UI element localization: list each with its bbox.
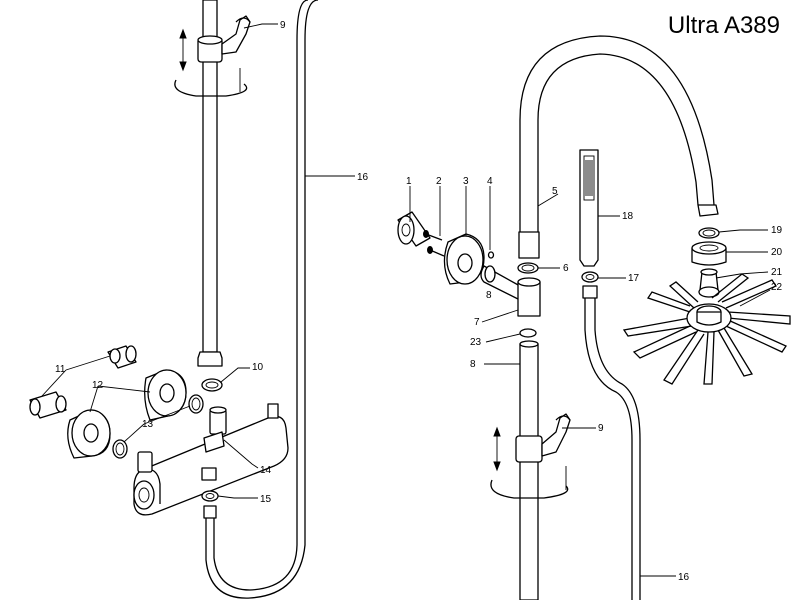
overhead-shower-head-22	[622, 273, 791, 385]
callout-19: 19	[771, 225, 783, 236]
callout-8: 8	[470, 359, 476, 370]
washer-17	[581, 271, 599, 283]
rotation-indicator-upper	[174, 28, 248, 97]
riser-tube-8	[519, 340, 539, 600]
diagram-title: Ultra A389	[667, 12, 780, 39]
washer-23	[519, 328, 537, 338]
callout-17: 17	[628, 273, 640, 284]
cover-flange-12-lower	[67, 409, 111, 459]
slider-bracket-lower	[515, 413, 571, 463]
callout-10: 10	[252, 362, 264, 373]
rotation-indicator-lower	[490, 426, 569, 499]
callout-12: 12	[92, 380, 104, 391]
washer-13-upper	[188, 394, 204, 414]
hand-shower-18	[579, 149, 599, 267]
callout-2: 2	[436, 176, 442, 187]
screw-2	[423, 230, 445, 257]
inlet-elbow-11-lower	[29, 391, 67, 419]
callout-5: 5	[552, 186, 558, 197]
callout-6: 6	[563, 263, 569, 274]
washer-19	[698, 227, 720, 239]
ball-joint-21	[698, 268, 720, 298]
callout-leaders	[41, 23, 771, 577]
t-connector-7	[480, 265, 541, 317]
left-riser-rail	[197, 0, 223, 367]
callout-1: 1	[406, 176, 412, 187]
o-ring-6	[517, 262, 539, 274]
callout-21: 21	[771, 267, 783, 278]
callout-labels: 9 10 11 12 13 14 15 16 1 2 3 4 5 6 7 8 8…	[55, 20, 783, 583]
shower-hose-16-right	[582, 285, 641, 600]
overhead-shower-arm	[518, 35, 719, 259]
callout-20: 20	[771, 247, 783, 258]
callout-16-right: 16	[678, 572, 690, 583]
ring-nut-20	[691, 241, 727, 266]
callout-9-lower: 9	[598, 423, 604, 434]
thermostatic-bar-valve-14	[133, 403, 289, 516]
callout-4: 4	[487, 176, 493, 187]
washer-15	[201, 490, 219, 502]
cover-plate-3	[443, 233, 485, 285]
washer-13-lower	[112, 439, 128, 459]
callout-22: 22	[771, 282, 783, 293]
callout-8-connector: 8	[486, 290, 492, 301]
shower-hose-16-left	[203, 0, 319, 599]
callout-23: 23	[470, 337, 482, 348]
callout-13: 13	[142, 419, 154, 430]
callout-15: 15	[260, 494, 272, 505]
slider-bracket-upper	[197, 15, 251, 63]
seal-washer-10	[201, 378, 223, 392]
callout-18: 18	[622, 211, 634, 222]
inlet-elbow-11-upper	[107, 345, 137, 369]
callout-11: 11	[55, 364, 66, 375]
callout-9-upper: 9	[280, 20, 286, 31]
cover-flange-12-upper	[144, 369, 187, 421]
callout-16-left: 16	[357, 172, 369, 183]
callout-3: 3	[463, 176, 469, 187]
wall-bracket-1	[397, 211, 431, 247]
callout-14: 14	[260, 465, 272, 476]
callout-7: 7	[474, 317, 480, 328]
